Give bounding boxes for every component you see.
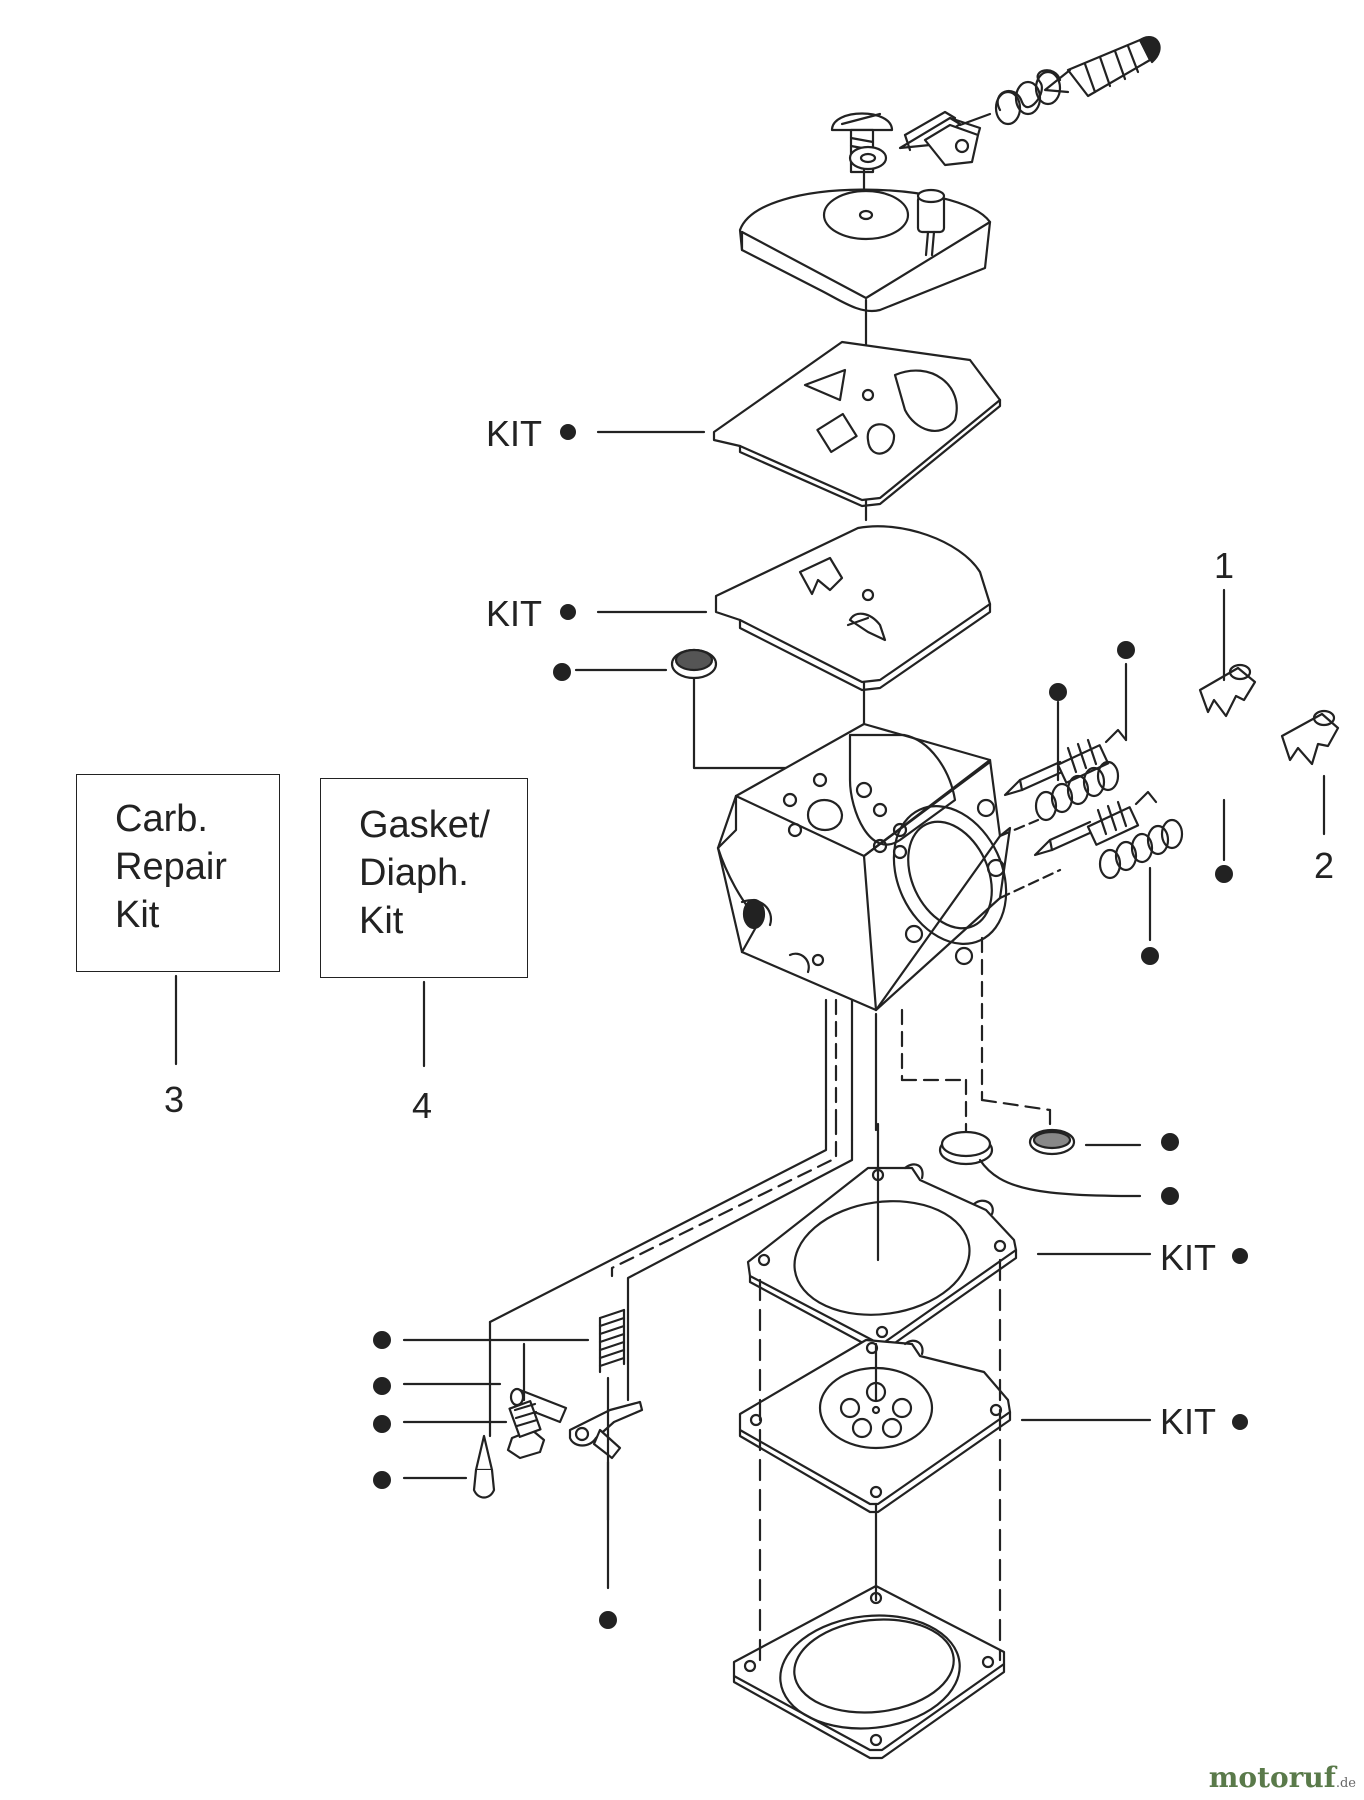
callout-dots [373, 424, 1248, 1629]
dot-high-spring [1117, 641, 1135, 659]
callout-1: 1 [1214, 545, 1235, 586]
metering-gasket [746, 1163, 1018, 1354]
dot-fuel-screen [1161, 1133, 1179, 1151]
high-speed-needle [1003, 728, 1128, 797]
dot-lever [599, 1611, 617, 1629]
metering-cover [732, 1584, 1006, 1760]
inlet-screen [670, 648, 814, 770]
gasket-diaph-kit-text: Gasket/ Diaph. Kit [359, 804, 490, 942]
dot-low-spring [1141, 947, 1159, 965]
watermark-tld: .de [1335, 1776, 1356, 1791]
lever-screw [402, 1400, 546, 1460]
pump-gasket-2 [714, 525, 992, 692]
dot-inlet-spring [373, 1331, 391, 1349]
needle-spring-upper [1034, 760, 1120, 822]
kit-label-pump-gasket: KIT [486, 413, 543, 454]
low-speed-needle [1033, 790, 1158, 857]
check-valve-disc [938, 1130, 994, 1166]
kit-label-pump-diaphragm: KIT [486, 593, 543, 634]
carb-repair-kit-text: Carb. Repair Kit [115, 798, 227, 936]
dot-fulcrum-pin [373, 1377, 391, 1395]
inlet-needle [402, 1434, 496, 1499]
pump-gasket-1 [712, 340, 1002, 508]
carb-repair-kit-box: Carb. Repair Kit [76, 774, 280, 972]
dot-lever-screw [373, 1415, 391, 1433]
dot-inlet-needle [373, 1471, 391, 1489]
limiter-cap-2 [1280, 709, 1340, 766]
top-cover [738, 188, 992, 313]
limiter-cap-1 [1198, 663, 1257, 718]
idle-adjust-screw [1043, 36, 1161, 98]
carburetor-body [716, 722, 1012, 1012]
callout-4: 4 [412, 1085, 433, 1126]
fulcrum-pin [402, 1382, 568, 1424]
dot-kit-3 [1232, 1248, 1248, 1264]
inlet-spring [402, 1308, 626, 1374]
metering-lever [568, 1400, 644, 1460]
metering-diaphragm [738, 1338, 1012, 1514]
needle-spring-lower [1098, 818, 1184, 880]
dot-check-valve [1161, 1187, 1179, 1205]
dot-kit-4 [1232, 1414, 1248, 1430]
kit-label-metering-diaphragm: KIT [1160, 1401, 1217, 1442]
dot-high-needle [1049, 683, 1067, 701]
washer [848, 145, 888, 171]
fuel-screen [1028, 1128, 1076, 1156]
callout-2: 2 [1314, 845, 1335, 886]
kit-label-metering-gasket: KIT [1160, 1237, 1217, 1278]
dot-low-needle [1215, 865, 1233, 883]
callout-3: 3 [164, 1079, 185, 1120]
dot-screen [553, 663, 571, 681]
throttle-lever [898, 110, 982, 167]
dot-kit-1 [560, 424, 576, 440]
gasket-diaph-kit-box: Gasket/ Diaph. Kit [320, 778, 528, 978]
motoruf-watermark: motoruf.de [1209, 1761, 1356, 1794]
adjust-spring [958, 69, 1062, 127]
dot-kit-2 [560, 604, 576, 620]
watermark-brand: motoruf [1208, 1761, 1336, 1794]
